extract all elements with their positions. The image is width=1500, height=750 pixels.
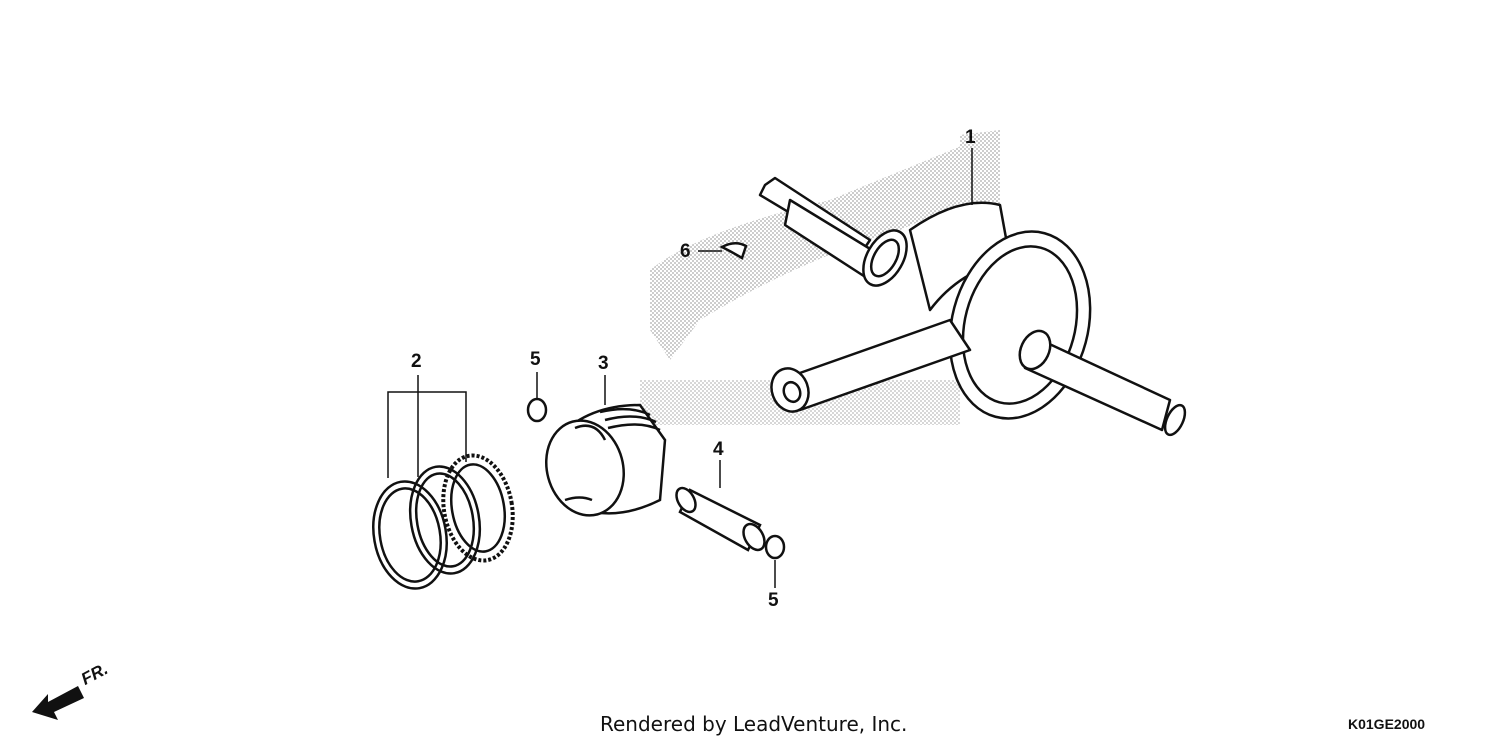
callout-5-lower: 5: [768, 590, 779, 611]
callout-4: 4: [713, 439, 724, 460]
front-arrow-icon: [32, 686, 84, 720]
callout-5-upper: 5: [530, 349, 541, 370]
crankshaft: [758, 176, 1187, 437]
woodruff-key: [719, 242, 748, 260]
piston-pin: [675, 486, 766, 552]
callout-6: 6: [680, 241, 691, 262]
piston-pin-clip-lower: [764, 534, 786, 560]
callout-2: 2: [411, 351, 422, 372]
piston-pin-clip-upper: [526, 397, 548, 423]
callout-3: 3: [598, 353, 609, 374]
callout-1: 1: [965, 127, 976, 148]
render-credit: Rendered by LeadVenture, Inc.: [600, 712, 908, 736]
leader-lines: [387, 148, 973, 588]
piston-rings: [372, 453, 515, 590]
piston: [544, 403, 667, 517]
diagram-code: K01GE2000: [1348, 716, 1426, 732]
